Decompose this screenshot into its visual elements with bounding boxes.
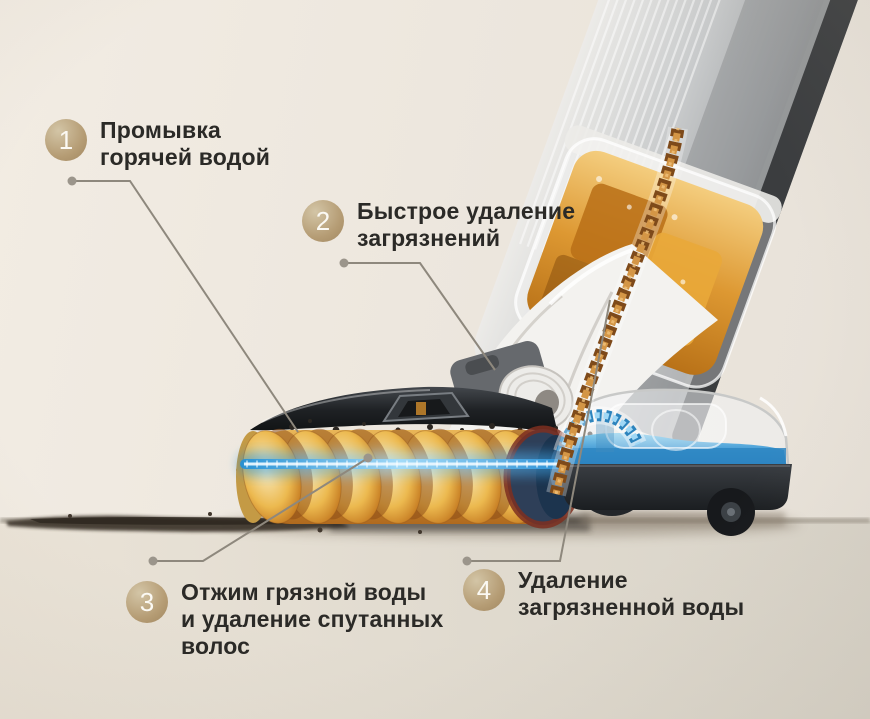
callout-4-label-line: загрязненной воды <box>518 594 745 620</box>
callout-3-label: Отжим грязной воды и удаление спутанных … <box>181 579 443 660</box>
callout-4-label-line: Удаление <box>518 567 628 593</box>
callout-3-badge: 3 <box>126 581 168 623</box>
callout-1-label-line: Промывка <box>100 117 222 143</box>
callout-3-label-line: и удаление спутанных <box>181 606 444 632</box>
callout-1: 1 Промывка горячей водой <box>45 117 270 171</box>
callout-2-badge: 2 <box>302 200 344 242</box>
callout-4-label: Удаление загрязненной воды <box>518 567 744 621</box>
callout-4: 4 Удаление загрязненной воды <box>463 567 744 621</box>
leader-dot-3-end <box>363 453 373 463</box>
callout-4-badge: 4 <box>463 569 505 611</box>
leader-dot-1 <box>67 176 77 186</box>
leader-line-4 <box>467 299 611 562</box>
callout-2-label: Быстрое удаление загрязнений <box>357 198 575 252</box>
callout-1-label: Промывка горячей водой <box>100 117 270 171</box>
callout-1-label-line: горячей водой <box>100 144 271 170</box>
callout-2-label-line: загрязнений <box>357 225 501 251</box>
leader-dot-4 <box>462 556 472 566</box>
leader-line-1 <box>72 180 299 433</box>
leader-dot-3 <box>148 556 158 566</box>
leader-lines <box>67 176 611 566</box>
callout-2: 2 Быстрое удаление загрязнений <box>302 198 575 252</box>
leader-line-3 <box>153 457 369 562</box>
callout-1-badge: 1 <box>45 119 87 161</box>
leader-dot-2 <box>339 258 349 268</box>
leader-line-2 <box>344 262 496 371</box>
callout-3-label-line: Отжим грязной воды <box>181 579 427 605</box>
callout-3-label-line: волос <box>181 633 251 659</box>
callout-3: 3 Отжим грязной воды и удаление спутанны… <box>126 579 443 660</box>
callout-2-label-line: Быстрое удаление <box>357 198 576 224</box>
